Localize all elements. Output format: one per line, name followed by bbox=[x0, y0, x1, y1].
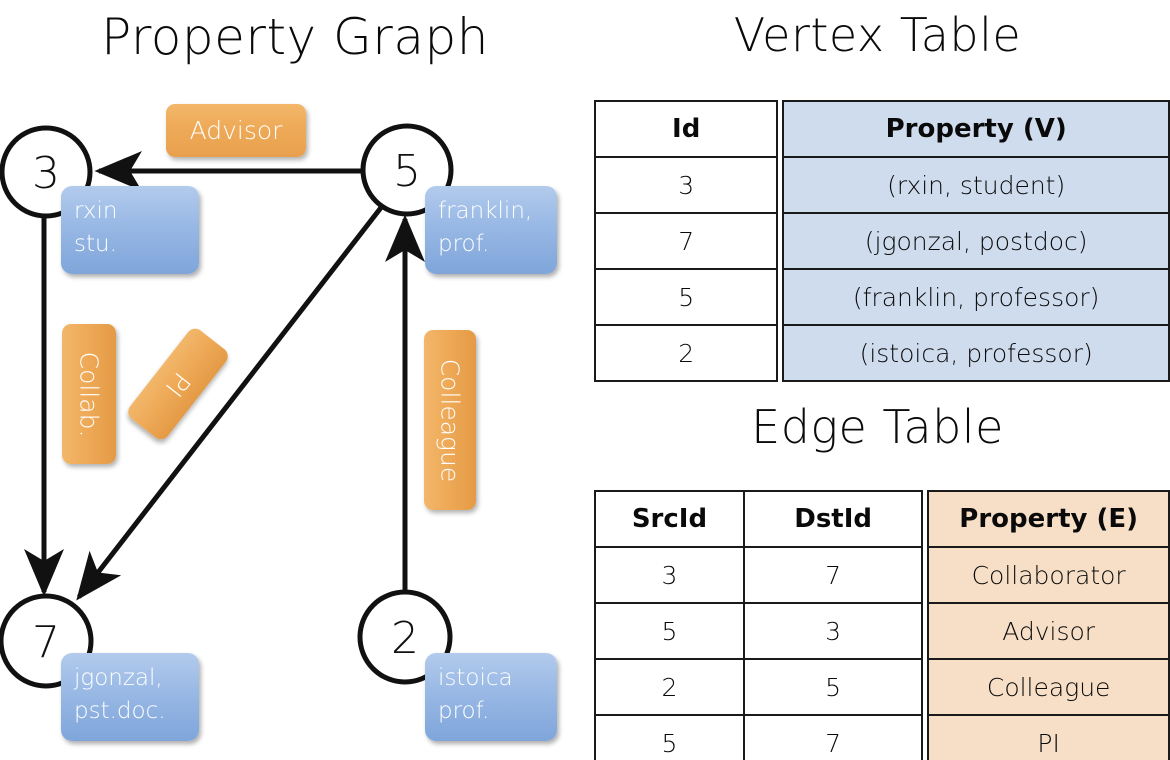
edge-label-box-collab: Collab. bbox=[62, 324, 116, 464]
edge-5-to-7 bbox=[76, 203, 385, 601]
page-title-edge-table: Edge Table bbox=[751, 400, 1004, 454]
edge-label-box-colleague: Colleague bbox=[424, 330, 476, 510]
table-row: 3 7 Collaborator bbox=[594, 546, 1170, 604]
edge-label-advisor: Advisor bbox=[189, 116, 283, 145]
edge-cell-property: Advisor bbox=[927, 602, 1170, 660]
vertex-header-property: Property (V) bbox=[782, 100, 1170, 158]
vertex-cell-id: 7 bbox=[593, 212, 779, 270]
edge-cell-property: Colleague bbox=[927, 658, 1170, 716]
column-separator bbox=[777, 157, 784, 213]
column-separator bbox=[922, 491, 929, 547]
table-header-row: SrcId DstId Property (E) bbox=[594, 490, 1170, 548]
edge-cell-dstid: 7 bbox=[742, 714, 924, 760]
column-separator bbox=[777, 269, 784, 325]
edge-label-box-advisor: Advisor bbox=[166, 104, 306, 157]
edge-cell-dstid: 7 bbox=[742, 546, 924, 604]
edge-cell-property: PI bbox=[927, 714, 1170, 760]
column-separator bbox=[922, 715, 929, 760]
edge-cell-srcid: 2 bbox=[594, 658, 745, 716]
vertex-cell-id: 2 bbox=[593, 324, 779, 382]
vertex-header-id: Id bbox=[593, 100, 779, 158]
edge-header-property: Property (E) bbox=[927, 490, 1170, 548]
vertex-table: Id Property (V) 3 (rxin, student) 7 (jgo… bbox=[593, 100, 1170, 382]
column-separator bbox=[777, 213, 784, 269]
vertex-property-box-franklin: franklin, prof. bbox=[425, 186, 557, 274]
table-row: 5 7 PI bbox=[594, 714, 1170, 760]
column-separator bbox=[777, 325, 784, 381]
vertex-cell-property: (jgonzal, postdoc) bbox=[782, 212, 1170, 270]
vertex-property-box-istoica: istoica prof. bbox=[425, 653, 557, 741]
table-row: 3 (rxin, student) bbox=[593, 156, 1170, 214]
table-row: 2 5 Colleague bbox=[594, 658, 1170, 716]
edge-label-pi: PI bbox=[159, 366, 197, 402]
edge-header-dstid: DstId bbox=[742, 490, 924, 548]
table-row: 5 (franklin, professor) bbox=[593, 268, 1170, 326]
edge-cell-srcid: 5 bbox=[594, 602, 745, 660]
column-separator bbox=[922, 659, 929, 715]
edge-cell-dstid: 5 bbox=[742, 658, 924, 716]
column-separator bbox=[922, 547, 929, 603]
vertex-cell-property: (franklin, professor) bbox=[782, 268, 1170, 326]
edge-cell-srcid: 5 bbox=[594, 714, 745, 760]
table-row: 7 (jgonzal, postdoc) bbox=[593, 212, 1170, 270]
edge-cell-dstid: 3 bbox=[742, 602, 924, 660]
column-separator bbox=[922, 603, 929, 659]
page-title-property-graph: Property Graph bbox=[101, 8, 489, 66]
edge-cell-property: Collaborator bbox=[927, 546, 1170, 604]
edge-label-collab: Collab. bbox=[74, 351, 104, 437]
edge-cell-srcid: 3 bbox=[594, 546, 745, 604]
edge-header-srcid: SrcId bbox=[594, 490, 745, 548]
table-header-row: Id Property (V) bbox=[593, 100, 1170, 158]
page-title-vertex-table: Vertex Table bbox=[733, 8, 1022, 62]
vertex-cell-id: 5 bbox=[593, 268, 779, 326]
vertex-cell-property: (istoica, professor) bbox=[782, 324, 1170, 382]
table-row: 2 (istoica, professor) bbox=[593, 324, 1170, 382]
edge-table: SrcId DstId Property (E) 3 7 Collaborato… bbox=[594, 490, 1170, 760]
vertex-property-box-rxin: rxin stu. bbox=[61, 186, 199, 274]
table-row: 5 3 Advisor bbox=[594, 602, 1170, 660]
edge-label-colleague: Colleague bbox=[435, 358, 465, 482]
vertex-property-box-jgonzal: jgonzal, pst.doc. bbox=[61, 653, 199, 741]
vertex-cell-property: (rxin, student) bbox=[782, 156, 1170, 214]
vertex-cell-id: 3 bbox=[593, 156, 779, 214]
column-separator bbox=[777, 101, 784, 157]
